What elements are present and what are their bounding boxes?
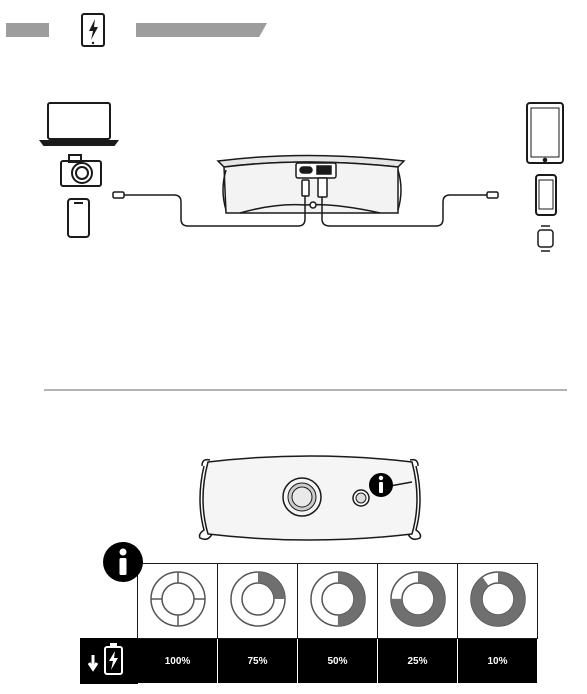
battery-level-table: 100% 75% 50% 25% 10%	[80, 563, 538, 684]
usb-a-plug	[317, 177, 328, 198]
depleted-arc	[390, 571, 445, 626]
level-label: 25%	[377, 638, 458, 684]
info-icon	[103, 542, 143, 582]
section-divider	[44, 389, 567, 391]
cable-end-plug	[486, 191, 499, 199]
battery-ring-75	[229, 570, 286, 627]
cable-end-plug	[112, 191, 125, 199]
header-bar-left	[6, 23, 49, 37]
level-label: 10%	[457, 638, 538, 684]
battery-ring-100	[149, 570, 206, 627]
camera-icon	[60, 154, 102, 187]
smartwatch-icon	[537, 225, 554, 252]
level-ring-cell	[457, 563, 538, 639]
phone-icon	[535, 174, 557, 216]
speaker-back-ports	[216, 154, 406, 214]
phone-charging-icon	[81, 13, 105, 47]
depleted-arc	[310, 571, 365, 626]
battery-cell	[80, 638, 138, 684]
speaker-top-view	[198, 455, 422, 541]
level-label: 75%	[217, 638, 298, 684]
level-label: 50%	[297, 638, 378, 684]
level-ring-cell	[377, 563, 458, 639]
battery-ring-50	[309, 570, 366, 627]
info-icon	[369, 473, 393, 497]
phone-icon	[67, 198, 90, 238]
laptop-icon	[39, 102, 119, 146]
level-ring-cell	[297, 563, 378, 639]
battery-charging-icon	[87, 642, 123, 675]
battery-ring-10	[469, 570, 526, 627]
cables	[124, 194, 487, 227]
depleted-arc	[470, 571, 525, 626]
connection-diagram	[39, 102, 564, 252]
level-ring-cell	[137, 563, 218, 639]
level-ring-cell	[217, 563, 298, 639]
level-label: 100%	[137, 638, 218, 684]
usb-c-plug	[301, 179, 310, 197]
header-bar-right	[136, 23, 267, 37]
depleted-arc	[230, 571, 285, 626]
tablet-icon	[526, 102, 564, 164]
battery-ring-25	[389, 570, 446, 627]
